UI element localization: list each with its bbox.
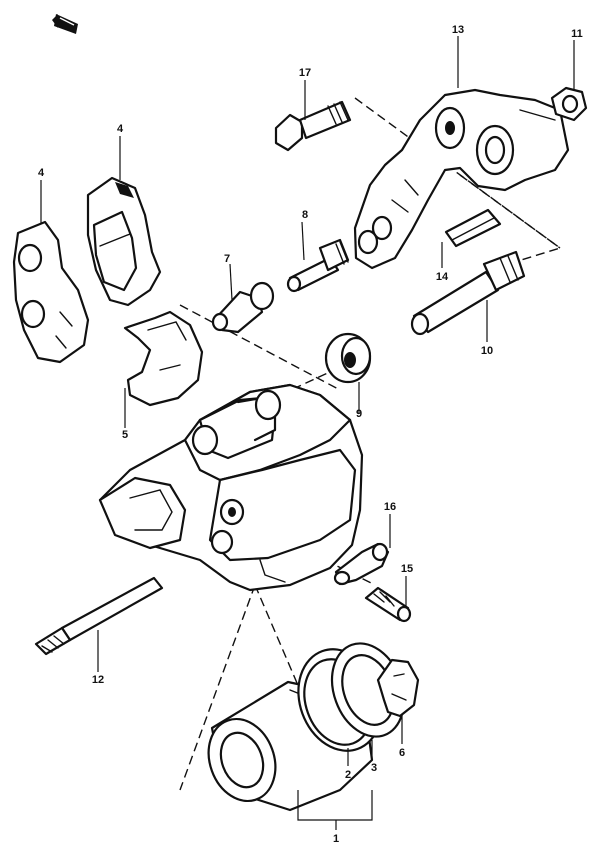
callout-13: 13 xyxy=(452,24,464,36)
callout-6: 6 xyxy=(399,747,405,759)
callout-labels: 4 4 5 7 8 9 10 11 13 17 14 16 15 12 6 3 … xyxy=(38,24,583,845)
callout-5: 5 xyxy=(122,429,128,441)
leader-lines xyxy=(40,36,575,830)
nut xyxy=(550,86,588,122)
callout-15: 15 xyxy=(401,563,413,575)
direction-arrow-icon xyxy=(52,14,78,34)
caliper-body xyxy=(98,383,364,592)
callout-4-shim: 4 xyxy=(38,167,45,179)
callout-17: 17 xyxy=(299,67,311,79)
callout-4-pad: 4 xyxy=(117,123,124,135)
dust-seal xyxy=(330,642,406,738)
caliper-bracket xyxy=(353,88,570,270)
retaining-ring xyxy=(376,658,420,718)
bleeder-cap xyxy=(333,542,390,586)
brake-pad xyxy=(86,176,162,307)
pad-pin xyxy=(211,281,275,334)
retaining-clip xyxy=(444,208,502,248)
callout-2: 2 xyxy=(345,769,351,781)
long-bolt xyxy=(34,576,164,656)
bleeder-screw xyxy=(364,586,412,623)
rubber-boot xyxy=(324,332,372,384)
shim-plate xyxy=(12,220,90,364)
callout-1: 1 xyxy=(333,833,339,845)
callout-11: 11 xyxy=(571,28,583,40)
callout-12: 12 xyxy=(92,674,104,686)
pad-spring xyxy=(123,310,204,407)
callout-7: 7 xyxy=(224,253,230,265)
bracket-bolt xyxy=(274,100,352,152)
long-slide-pin xyxy=(410,250,526,336)
callout-14: 14 xyxy=(436,271,449,283)
slide-pin xyxy=(286,238,350,293)
callout-8: 8 xyxy=(302,209,308,221)
callout-16: 16 xyxy=(384,501,396,513)
callout-10: 10 xyxy=(481,345,493,357)
callout-3: 3 xyxy=(371,762,377,774)
callout-9: 9 xyxy=(356,408,362,420)
